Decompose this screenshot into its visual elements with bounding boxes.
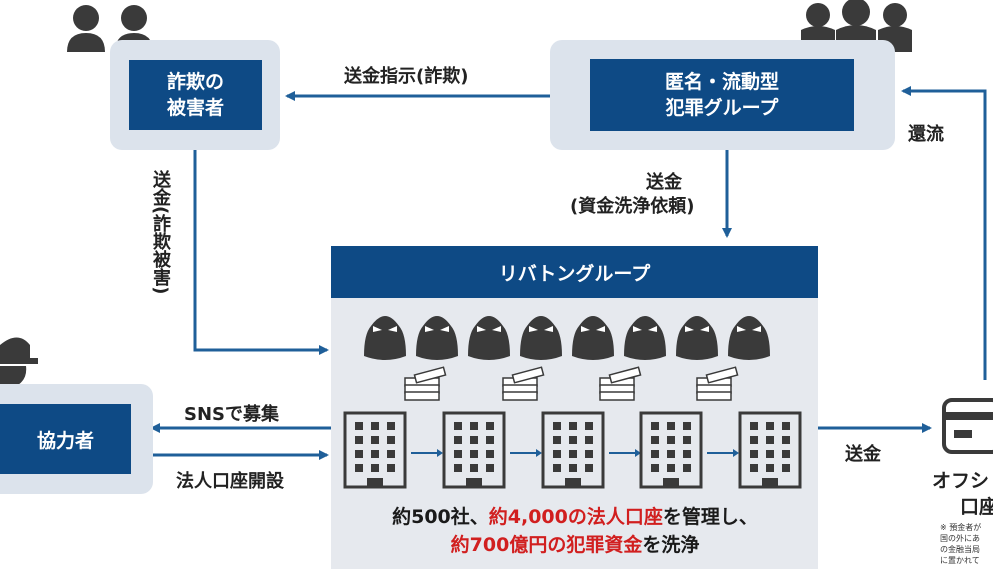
chain-arrow <box>609 449 641 457</box>
summary-manage: を管理し、 <box>662 506 758 528</box>
crime-group-line1: 匿名・流動型 <box>664 71 779 93</box>
offshore-label-line2: 口座 <box>960 496 993 518</box>
masked-member-icon <box>676 316 718 360</box>
masked-member-icon <box>468 316 510 360</box>
company-building-icon <box>738 411 802 489</box>
chain-arrow <box>411 449 443 457</box>
company-building-icon <box>343 411 407 489</box>
masked-member-icon <box>572 316 614 360</box>
rivaton-title: リバトングループ <box>331 246 818 298</box>
collaborator-box: 協力者 <box>0 404 131 474</box>
masked-member-icon <box>728 316 770 360</box>
crime-group-box: 匿名・流動型 犯罪グループ <box>590 59 854 131</box>
rivaton-panel <box>331 246 818 569</box>
send-label: 送金 <box>845 444 881 465</box>
corp-account-label: 法人口座開設 <box>176 471 284 492</box>
footnote-4: に置かれて <box>940 556 980 565</box>
footnote-3: の金融当局 <box>940 545 980 554</box>
masked-member-icon <box>364 316 406 360</box>
sns-label: SNSで募集 <box>184 404 279 425</box>
money-icon <box>599 366 642 401</box>
summary-accounts: 約4,000の法人口座 <box>488 506 663 528</box>
victim-box: 詐欺の 被害者 <box>129 60 262 130</box>
masked-member-icon <box>624 316 666 360</box>
summary-companies: 約500社、 <box>392 506 489 528</box>
victim-line2: 被害者 <box>166 97 224 119</box>
money-icon <box>404 366 447 401</box>
company-building-icon <box>541 411 605 489</box>
victim-remit-label: 送金(詐欺被害) <box>150 170 171 295</box>
remit-request-line2: (資金洗浄依頼) <box>570 196 695 217</box>
summary-funds: 約700億円の犯罪資金 <box>450 534 643 556</box>
chain-arrow <box>707 449 739 457</box>
offshore-label-line1: オフシ <box>932 470 990 492</box>
summary-launder: を洗浄 <box>642 534 700 556</box>
arrow-return <box>901 86 987 380</box>
money-icon <box>696 366 739 401</box>
remit-request-line1: 送金 <box>646 172 682 193</box>
company-building-icon <box>639 411 703 489</box>
masked-member-icon <box>520 316 562 360</box>
footnote-1: ※ 預金者が <box>940 523 982 532</box>
instruction-label: 送金指示(詐欺) <box>344 66 469 87</box>
summary-line2: 約700億円の犯罪資金を洗浄 <box>340 530 810 557</box>
return-label: 還流 <box>908 124 944 145</box>
masked-member-icon <box>416 316 458 360</box>
victim-line1: 詐欺の <box>166 71 224 93</box>
money-icon <box>502 366 545 401</box>
footnote-2: 国の外にあ <box>940 534 980 543</box>
summary-line1: 約500社、約4,000の法人口座を管理し、 <box>340 502 810 529</box>
company-building-icon <box>442 411 506 489</box>
chain-arrow <box>510 449 542 457</box>
arrow-victim-remit <box>193 150 329 355</box>
crime-group-line2: 犯罪グループ <box>665 97 779 119</box>
